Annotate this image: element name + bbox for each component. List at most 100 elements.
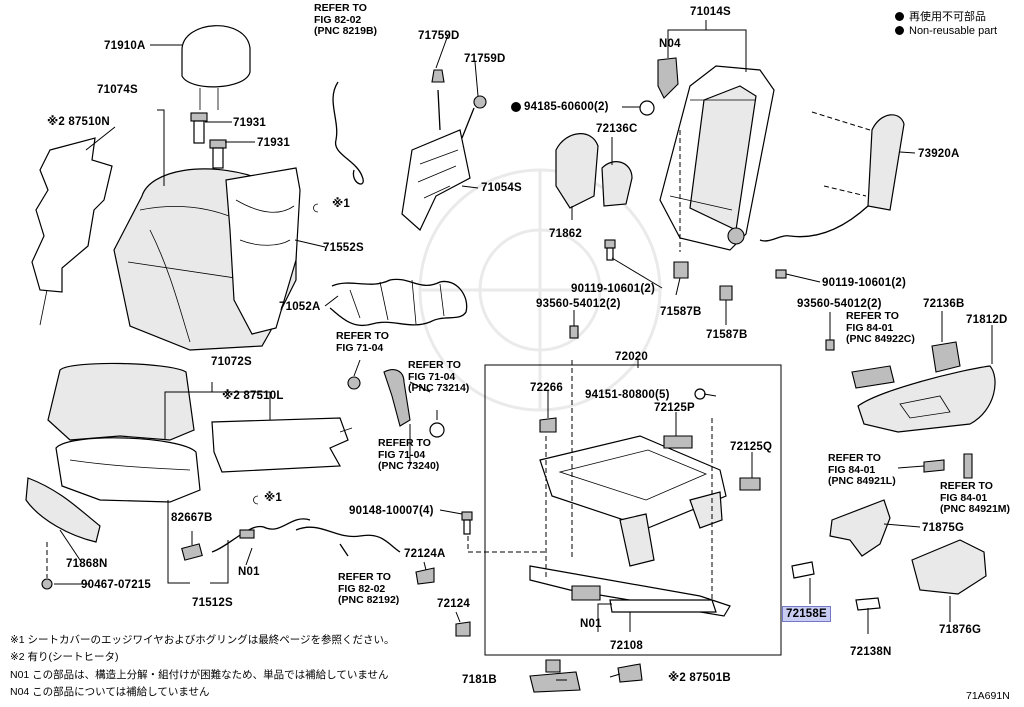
part-label-72020[interactable]: 72020 <box>615 351 648 363</box>
part-label-N01[interactable]: N01 <box>238 566 260 578</box>
part-label-71931[interactable]: 71931 <box>233 117 266 129</box>
part-label-x1: ※1 <box>332 198 350 210</box>
recliner-motor <box>657 57 679 99</box>
rail-bracket <box>529 671 581 693</box>
part-label-N04[interactable]: N04 <box>659 38 681 50</box>
part-label-82667B[interactable]: 82667B <box>171 512 213 524</box>
part-label-71587B[interactable]: 71587B <box>660 306 702 318</box>
ref-fig-84-01-84921M[interactable]: REFER TO FIG 84-01 (PNC 84921M) <box>940 480 1011 515</box>
watermark <box>418 168 662 412</box>
headrest <box>181 25 251 110</box>
legend-text-jp: 再使用不可部品 <box>909 11 986 23</box>
part-label-71910A[interactable]: 71910A <box>104 40 146 52</box>
part-label-93560-54012[interactable]: 93560-54012(2) <box>536 298 621 310</box>
part-label-94151-80800[interactable]: 94151-80800(5) <box>585 389 670 401</box>
ref-fig-82-02-8219B[interactable]: REFER TO FIG 82-02 (PNC 8219B) <box>314 2 378 37</box>
adjuster-frame-box <box>484 364 782 656</box>
part-label-87501B[interactable]: ※2 87501B <box>668 672 731 684</box>
ref-fig-71-04-73240[interactable]: REFER TO FIG 71-04 (PNC 73240) <box>378 437 440 472</box>
hog-ring <box>313 203 319 213</box>
part-label-90467-07215[interactable]: 90467-07215 <box>81 579 151 591</box>
connector-82667B <box>181 543 203 561</box>
part-label-N01[interactable]: N01 <box>580 618 602 630</box>
part-label-71868N[interactable]: 71868N <box>66 558 108 570</box>
part-label-90148-10007[interactable]: 90148-10007(4) <box>349 505 434 517</box>
part-label-87510N[interactable]: ※2 87510N <box>47 116 110 128</box>
part-label-71812D[interactable]: 71812D <box>966 314 1008 326</box>
headrest-guide <box>190 112 227 169</box>
non-reusable-icon <box>895 26 904 35</box>
part-label-71875G[interactable]: 71875G <box>922 522 965 534</box>
non-reusable-dot <box>511 102 521 112</box>
seatback-pad <box>225 167 301 335</box>
part-label-7181B[interactable]: 7181B <box>462 674 497 686</box>
part-label-93560-54012[interactable]: 93560-54012(2) <box>797 298 882 310</box>
part-label-90119-10601[interactable]: 90119-10601(2) <box>571 283 656 295</box>
switch-knob <box>931 341 961 373</box>
part-label-71931[interactable]: 71931 <box>257 137 290 149</box>
part-label-72158E[interactable]: 72158E <box>782 606 831 622</box>
harness-8219B <box>332 81 364 185</box>
seat-cushion-cover <box>47 362 195 441</box>
part-label-71072S[interactable]: 71072S <box>211 356 252 368</box>
leader-lines <box>54 20 993 681</box>
part-label-72124A[interactable]: 72124A <box>404 548 446 560</box>
footnote-N01: N01 この部品は、構造上分解・組付けが困難なため、単品では補給していません <box>10 669 389 681</box>
recliner-cover <box>555 133 599 209</box>
seatback-spring <box>329 278 468 327</box>
part-label-71862[interactable]: 71862 <box>549 228 582 240</box>
ref-fig-71-04[interactable]: REFER TO FIG 71-04 <box>336 330 389 354</box>
part-label-71052A[interactable]: 71052A <box>279 301 321 313</box>
cover-71875G <box>829 499 891 557</box>
part-label-71512S[interactable]: 71512S <box>192 597 233 609</box>
legend: 再使用不可部品 Non-reusable part <box>895 10 997 38</box>
clip-87501B <box>617 663 643 683</box>
seat-heater-back <box>31 137 113 293</box>
heater-harness <box>211 518 311 553</box>
part-label-72125P[interactable]: 72125P <box>654 402 695 414</box>
cover-71876G <box>911 539 987 595</box>
part-label-72266[interactable]: 72266 <box>530 382 563 394</box>
part-label-72136B[interactable]: 72136B <box>923 298 965 310</box>
ref-fig-84-01-84922C[interactable]: REFER TO FIG 84-01 (PNC 84922C) <box>846 310 915 345</box>
seatback-frame <box>659 65 775 251</box>
part-label-71552S[interactable]: 71552S <box>323 242 364 254</box>
ref-fig-82-02-82192[interactable]: REFER TO FIG 82-02 (PNC 82192) <box>338 571 400 606</box>
lumbar-support <box>401 89 475 231</box>
part-label-90119-10601[interactable]: 90119-10601(2) <box>822 277 907 289</box>
harness-82192 <box>295 526 401 557</box>
ref-fig-84-01-84921L[interactable]: REFER TO FIG 84-01 (PNC 84921L) <box>828 452 896 487</box>
part-label-87510L[interactable]: ※2 87510L <box>222 390 284 402</box>
part-label-71759D[interactable]: 71759D <box>464 53 506 65</box>
seat-frame <box>529 435 731 617</box>
seat-cushion-pad <box>55 437 201 503</box>
seat-heater-cushion <box>211 417 349 473</box>
part-label-71014S[interactable]: 71014S <box>690 6 731 18</box>
part-label-71054S[interactable]: 71054S <box>481 182 522 194</box>
part-label-72124[interactable]: 72124 <box>437 598 470 610</box>
legend-item-en: Non-reusable part <box>895 24 997 38</box>
part-label-71074S[interactable]: 71074S <box>97 84 138 96</box>
part-label-71759D[interactable]: 71759D <box>418 30 460 42</box>
side-airbag <box>759 114 905 242</box>
legend-item-jp: 再使用不可部品 <box>895 10 997 24</box>
ref-fig-71-04-73214[interactable]: REFER TO FIG 71-04 (PNC 73214) <box>408 359 470 394</box>
front-panel <box>25 477 101 543</box>
part-label-94185-60600[interactable]: 94185-60600(2) <box>524 101 609 113</box>
legend-text-en: Non-reusable part <box>909 25 998 37</box>
part-label-72108[interactable]: 72108 <box>610 640 643 652</box>
footnote-1: ※1 シートカバーのエッジワイヤおよびホグリングは最終ページを参照ください。 <box>10 634 395 646</box>
part-label-73920A[interactable]: 73920A <box>918 148 960 160</box>
part-label-71587B[interactable]: 71587B <box>706 329 748 341</box>
footnote-2: ※2 有り(シートヒータ) <box>10 651 119 663</box>
non-reusable-icon <box>895 12 904 21</box>
part-label-71876G[interactable]: 71876G <box>939 624 982 636</box>
part-label-x1: ※1 <box>264 492 282 504</box>
recliner-lever <box>383 369 411 427</box>
part-label-72136C[interactable]: 72136C <box>596 123 638 135</box>
recliner-cover-72136C <box>601 161 633 207</box>
figure-id: 71A691N <box>966 690 1010 702</box>
footnote-N04: N04 この部品については補給していません <box>10 686 210 698</box>
part-label-72138N[interactable]: 72138N <box>850 646 892 658</box>
part-label-72125Q[interactable]: 72125Q <box>730 441 773 453</box>
